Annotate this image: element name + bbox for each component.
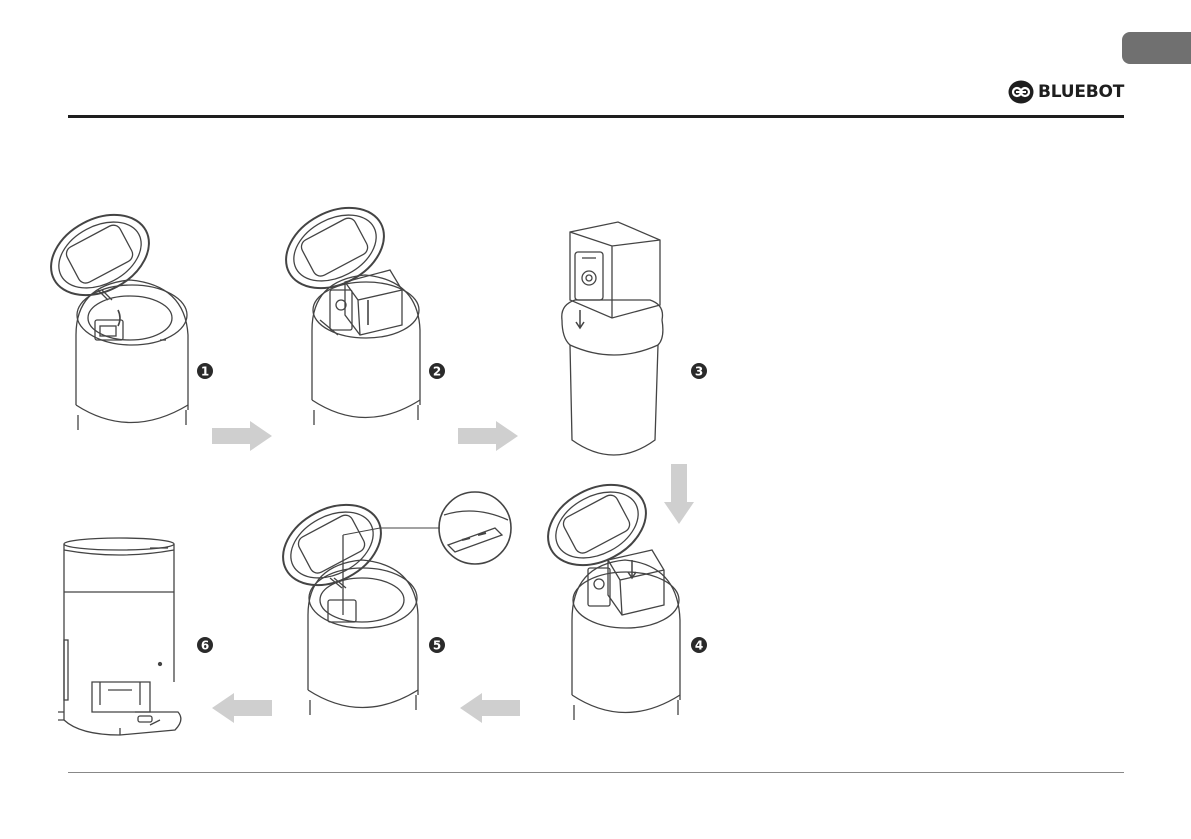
- step-1-number: 1: [201, 365, 209, 379]
- step-2-number: 2: [433, 365, 441, 379]
- step-badges: 1 2 3 4 5 6: [197, 363, 707, 653]
- arrow-left-icon: [212, 693, 272, 723]
- step-4-illustration: [534, 469, 680, 720]
- step-2-illustration: [272, 192, 420, 425]
- step-3-illustration: [562, 222, 663, 455]
- arrow-left-icon: [460, 693, 520, 723]
- step-6-number: 6: [201, 639, 209, 653]
- step-3-number: 3: [695, 365, 703, 379]
- arrow-right-icon: [458, 421, 518, 451]
- arrow-right-icon: [212, 421, 272, 451]
- step-5-number: 5: [433, 639, 441, 653]
- step-1-illustration: [37, 199, 188, 430]
- step-4-number: 4: [695, 639, 703, 653]
- arrow-down-icon: [664, 464, 694, 524]
- footer-rule: [68, 772, 1124, 773]
- step-6-illustration: [58, 538, 181, 735]
- step-5-illustration: [269, 489, 511, 715]
